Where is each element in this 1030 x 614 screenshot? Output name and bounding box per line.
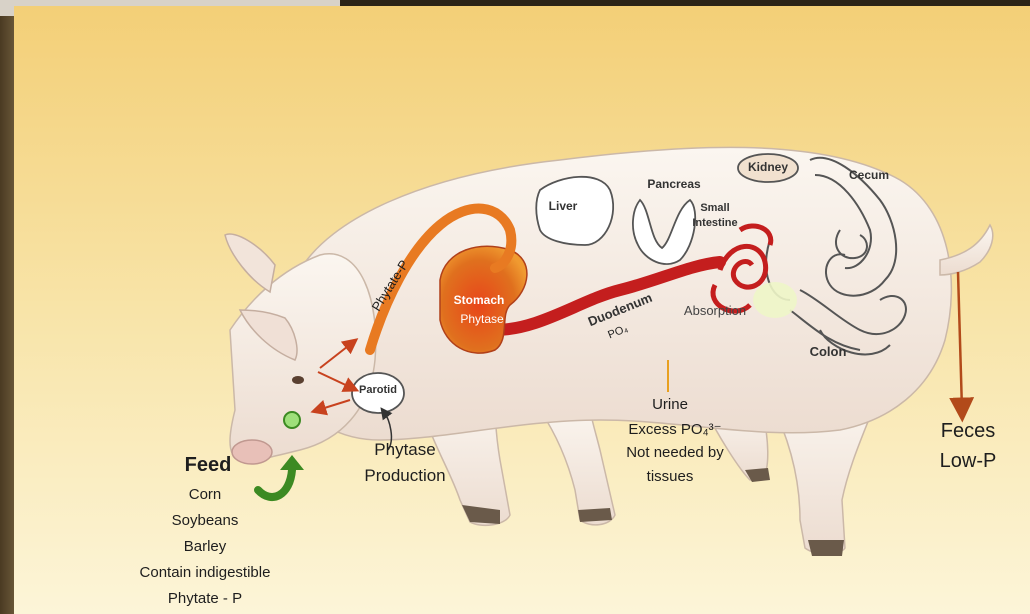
phytase-production-line2: Production	[345, 466, 465, 486]
feed-item-corn: Corn	[150, 486, 260, 503]
feces-line1: Feces	[928, 420, 1008, 443]
urine-line2: Excess PO₄³⁻	[600, 420, 750, 438]
feces-line2: Low-P	[928, 450, 1008, 473]
urine-line3: Not needed by	[600, 444, 750, 461]
stomach-label: Stomach	[444, 293, 514, 307]
feed-item-phytate: Phytate - P	[140, 590, 270, 607]
urine-line1: Urine	[620, 396, 720, 413]
cecum-label: Cecum	[834, 168, 904, 182]
stomach-phytase-label: Phytase	[452, 312, 512, 326]
phytase-production-line1: Phytase	[350, 440, 460, 460]
pancreas-label: Pancreas	[634, 177, 714, 191]
parotid-label: Parotid	[350, 384, 406, 396]
urine-line4: tissues	[620, 468, 720, 485]
small-intestine-label-line2: Intestine	[672, 217, 758, 229]
feed-intake-circle	[284, 412, 300, 428]
kidney-label: Kidney	[740, 160, 796, 174]
absorption-label: Absorption	[655, 303, 775, 318]
feed-title: Feed	[170, 454, 246, 477]
feed-item-barley: Barley	[140, 538, 270, 555]
liver-label: Liver	[538, 199, 588, 213]
colon-label: Colon	[798, 344, 858, 359]
feed-item-indigestible: Contain indigestible	[100, 564, 310, 581]
feed-item-soybeans: Soybeans	[140, 512, 270, 529]
small-intestine-label-line1: Small	[680, 202, 750, 214]
